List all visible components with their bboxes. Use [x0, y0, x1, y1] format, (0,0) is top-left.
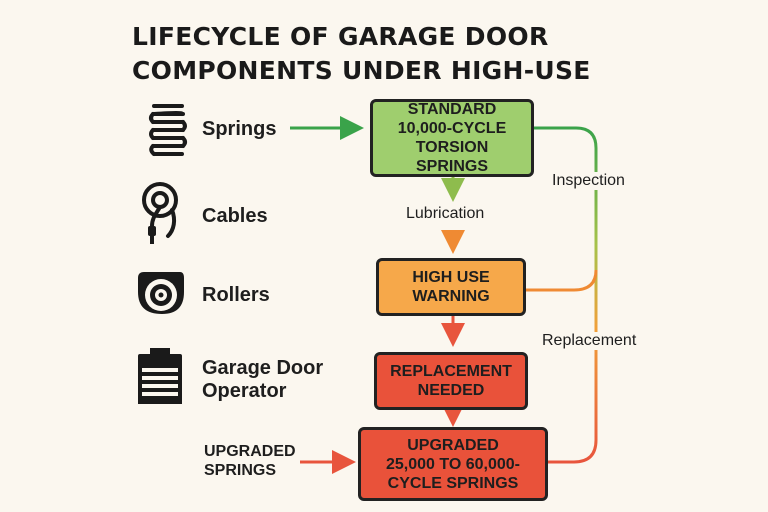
standard-springs-box: STANDARD 10,000-CYCLE TORSION SPRINGS	[370, 99, 534, 177]
warning-branch-line	[526, 269, 598, 292]
diagram-title: LIFECYCLE OF GARAGE DOOR COMPONENTS UNDE…	[132, 20, 591, 88]
cable-icon	[142, 182, 178, 244]
rollers-label: Rollers	[202, 284, 270, 306]
title-line-1: LIFECYCLE OF GARAGE DOOR	[132, 22, 549, 51]
springs-label: Springs	[202, 118, 277, 140]
feedback-loop-line	[534, 126, 598, 464]
high-use-warning-box: HIGH USE WARNING	[376, 258, 526, 316]
spring-icon	[149, 104, 187, 156]
inspection-label: Inspection	[550, 172, 627, 190]
upgraded-springs-label: UPGRADED SPRINGS	[204, 443, 296, 479]
replacement-needed-box: REPLACEMENT NEEDED	[374, 352, 528, 410]
upgraded-springs-box: UPGRADED 25,000 TO 60,000- CYCLE SPRINGS	[358, 427, 548, 501]
roller-icon	[138, 272, 184, 314]
cables-label: Cables	[202, 205, 268, 227]
operator-icon	[138, 348, 182, 404]
replacement-needed-text: REPLACEMENT NEEDED	[390, 363, 512, 399]
replacement-label: Replacement	[540, 332, 639, 350]
title-line-2: COMPONENTS UNDER HIGH-USE	[132, 56, 591, 85]
upgraded-springs-text: UPGRADED 25,000 TO 60,000- CYCLE SPRINGS	[385, 436, 521, 492]
lubrication-label: Lubrication	[404, 205, 487, 223]
standard-springs-text: STANDARD 10,000-CYCLE TORSION SPRINGS	[397, 101, 507, 175]
garage-door-operator-label: Garage Door Operator	[202, 357, 324, 402]
high-use-warning-text: HIGH USE WARNING	[412, 269, 490, 305]
